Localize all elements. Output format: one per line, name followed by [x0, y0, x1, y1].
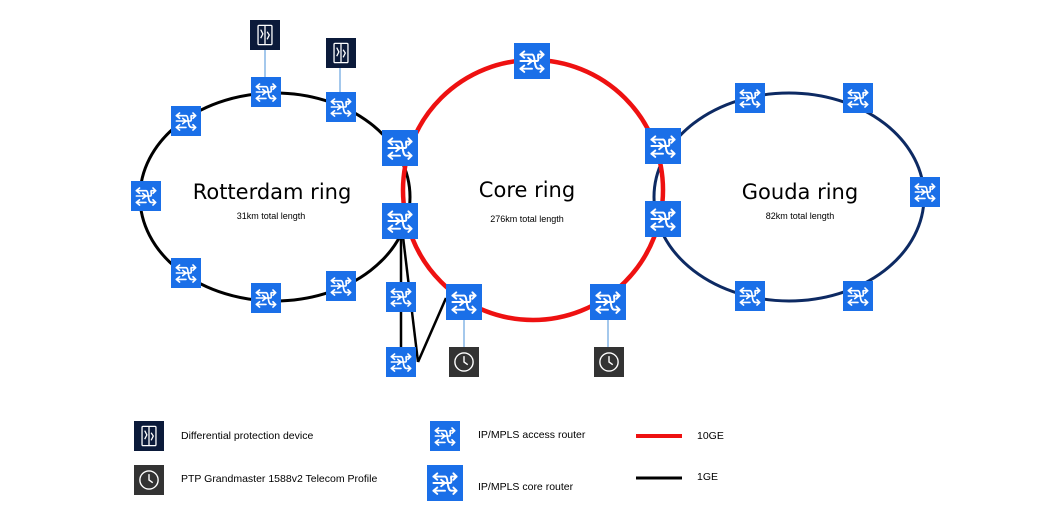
router-rotterdam-bottom-right[interactable]: [326, 271, 356, 301]
router-core-left-upper[interactable]: [382, 130, 418, 166]
legend-core-router-label: IP/MPLS core router: [478, 481, 574, 493]
legend-diff-protection-label: Differential protection device: [181, 430, 314, 442]
legend-diff-protection-swatch: [134, 421, 164, 451]
differential-protection-device-2[interactable]: [326, 38, 356, 68]
differential-protection-device-1[interactable]: [250, 20, 280, 50]
router-rotterdam-top[interactable]: [251, 77, 281, 107]
router-core-right-upper[interactable]: [645, 128, 681, 164]
router-core-right-lower[interactable]: [645, 201, 681, 237]
router-core-bottom-right[interactable]: [590, 284, 626, 320]
router-gouda-right[interactable]: [910, 177, 940, 207]
legend-1ge-label: 1GE: [697, 471, 719, 483]
router-rotterdam-lower-left[interactable]: [171, 258, 201, 288]
legend-ptp-swatch: [134, 465, 164, 495]
router-rotterdam-top-right[interactable]: [326, 92, 356, 122]
gouda-ring-length: 82km total length: [765, 211, 835, 221]
router-core-bottom-left[interactable]: [446, 284, 482, 320]
router-gouda-bottom-right[interactable]: [843, 281, 873, 311]
router-rotterdam-upper-left[interactable]: [171, 106, 201, 136]
router-core-top[interactable]: [514, 43, 550, 79]
router-core-left-lower[interactable]: [382, 203, 418, 239]
core-ring-length: 276km total length: [490, 214, 564, 224]
legend-core-router-swatch: [427, 465, 463, 501]
router-gouda-top-right[interactable]: [843, 83, 873, 113]
ptp-grandmaster-1[interactable]: [449, 347, 479, 377]
core-ring-title: Core ring: [478, 178, 576, 202]
legend-access-router-label: IP/MPLS access router: [478, 429, 586, 441]
gouda-ring-title: Gouda ring: [741, 180, 859, 204]
legend-access-router-swatch: [430, 421, 460, 451]
rotterdam-ring-length: 31km total length: [236, 211, 306, 221]
rotterdam-ring-title: Rotterdam ring: [192, 180, 352, 204]
router-gouda-bottom-left[interactable]: [735, 281, 765, 311]
router-rotterdam-bottom[interactable]: [251, 283, 281, 313]
legend-10ge-label: 10GE: [697, 430, 724, 442]
router-spur-bottom[interactable]: [386, 347, 416, 377]
router-rotterdam-left[interactable]: [131, 181, 161, 211]
device-connectors: [264, 50, 609, 348]
router-spur-top[interactable]: [386, 282, 416, 312]
legend-ptp-label: PTP Grandmaster 1588v2 Telecom Profile: [181, 473, 378, 485]
router-gouda-top-left[interactable]: [735, 83, 765, 113]
ptp-grandmaster-2[interactable]: [594, 347, 624, 377]
